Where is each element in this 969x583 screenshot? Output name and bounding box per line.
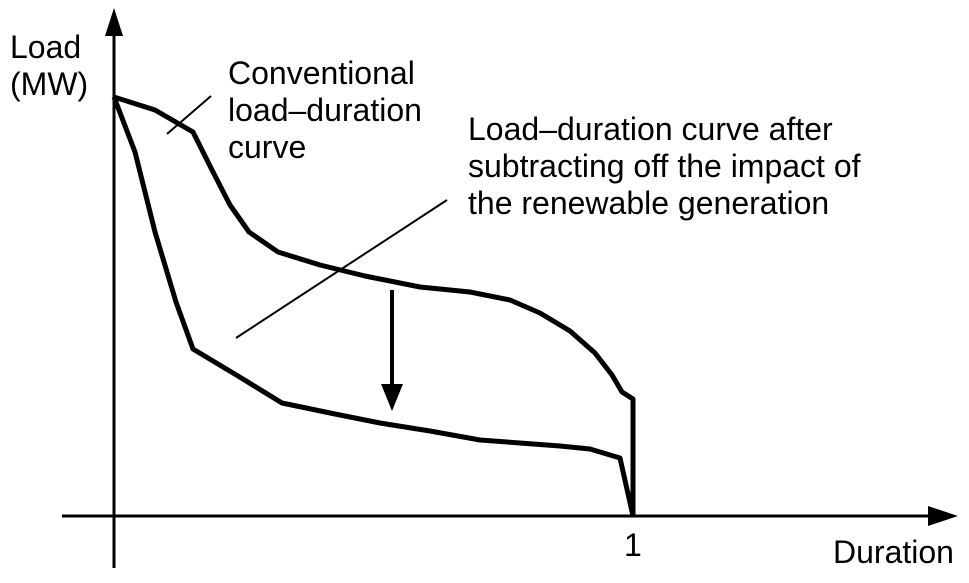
- reduction-arrow-head: [381, 384, 403, 411]
- conventional-label-line1: Conventional: [228, 55, 415, 91]
- conventional-label-line2: load–duration: [228, 92, 422, 128]
- renewable-leader-line: [235, 199, 448, 339]
- conventional-load-duration-curve: [113, 94, 636, 516]
- conventional-leader-line: [166, 95, 212, 135]
- renewable-adjusted-load-duration-curve: [111, 96, 636, 517]
- renewable-label-line2: subtracting off the impact of: [468, 148, 861, 184]
- renewable-label-line3: the renewable generation: [468, 185, 829, 221]
- x-tick-label: 1: [624, 527, 642, 563]
- conventional-label-line3: curve: [228, 129, 306, 165]
- y-axis-label-line2: (MW): [10, 66, 88, 102]
- x-axis-arrowhead: [928, 506, 958, 526]
- y-axis-label-line1: Load: [10, 29, 81, 65]
- x-axis-label: Duration: [833, 534, 954, 570]
- renewable-label-line1: Load–duration curve after: [468, 111, 833, 147]
- y-axis-arrowhead: [105, 8, 123, 36]
